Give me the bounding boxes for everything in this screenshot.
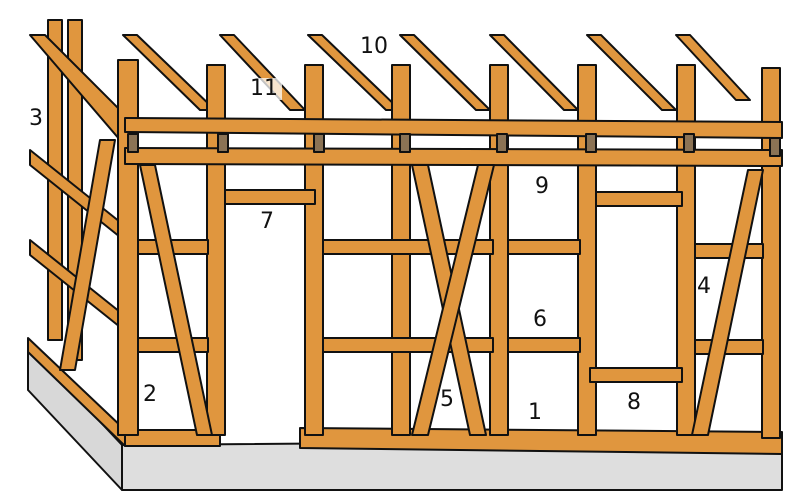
- label-8: 8: [627, 390, 641, 415]
- label-2: 2: [143, 382, 157, 407]
- label-11: 11: [246, 78, 282, 100]
- label-5: 5: [440, 387, 454, 412]
- label-6: 6: [533, 307, 547, 332]
- label-1: 1: [528, 400, 542, 425]
- label-7: 7: [260, 209, 274, 234]
- tie-beam: [124, 147, 783, 167]
- label-4: 4: [697, 274, 711, 299]
- top-plate: [124, 117, 783, 139]
- label-3: 3: [29, 106, 43, 131]
- label-10: 10: [360, 34, 388, 59]
- label-9: 9: [535, 174, 549, 199]
